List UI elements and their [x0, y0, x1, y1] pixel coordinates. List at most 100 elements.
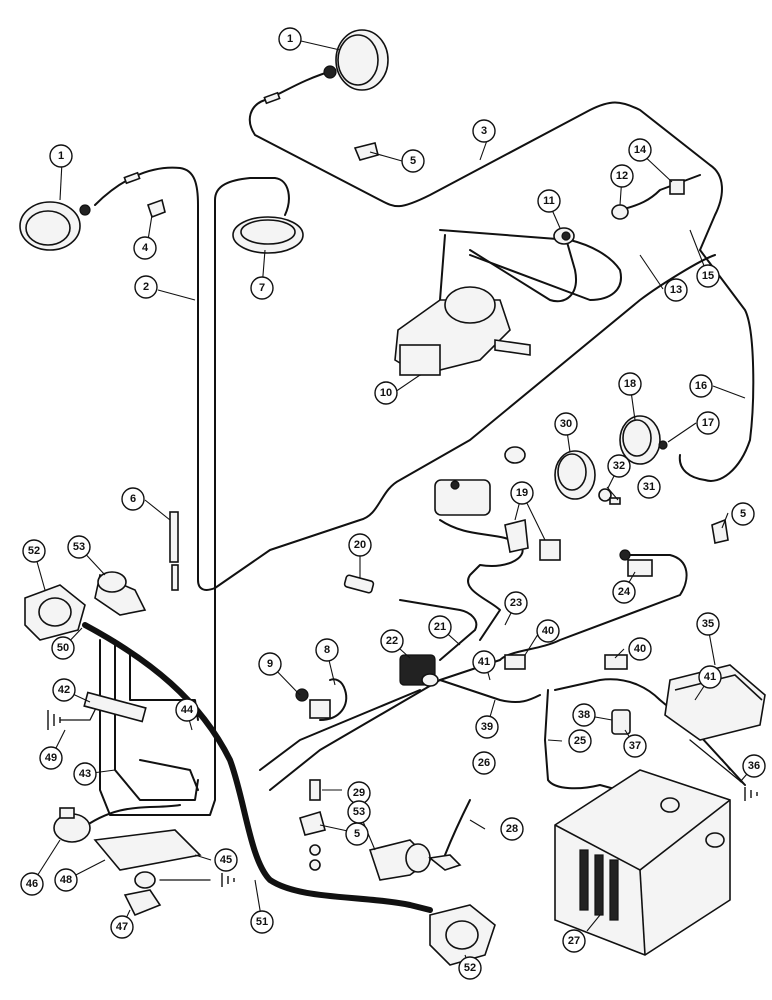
bolt-29 — [309, 779, 321, 871]
gauge-18 — [619, 415, 668, 465]
callout-31: 31 — [637, 475, 661, 499]
wiper-motor-10 — [394, 286, 531, 376]
callout-21: 21 — [428, 615, 452, 639]
callout-51: 51 — [250, 910, 274, 934]
callout-4: 4 — [133, 236, 157, 260]
svg-text:14: 14 — [634, 144, 647, 156]
svg-text:10: 10 — [380, 387, 392, 399]
callout-30: 30 — [554, 412, 578, 436]
callout-23: 23 — [504, 591, 528, 615]
svg-text:41: 41 — [478, 656, 490, 668]
svg-text:20: 20 — [354, 539, 366, 551]
socket-52-bottom — [429, 904, 496, 966]
switch-24 — [619, 549, 653, 577]
switch-22 — [399, 654, 439, 687]
svg-text:48: 48 — [60, 874, 72, 886]
svg-text:13: 13 — [670, 284, 682, 296]
svg-text:29: 29 — [353, 787, 365, 799]
svg-text:40: 40 — [542, 625, 554, 637]
callout-41b: 41 — [698, 665, 722, 689]
callout-14: 14 — [628, 138, 652, 162]
svg-text:5: 5 — [410, 155, 416, 167]
switch-9 — [295, 688, 331, 719]
svg-text:1: 1 — [58, 150, 64, 162]
svg-text:49: 49 — [45, 752, 57, 764]
svg-text:4: 4 — [142, 242, 149, 254]
clip-5-bottom — [299, 810, 326, 836]
callout-15: 15 — [696, 264, 720, 288]
svg-text:5: 5 — [354, 828, 360, 840]
svg-text:3: 3 — [481, 125, 487, 137]
boot-53-bottom — [368, 839, 432, 881]
callout-43: 43 — [73, 762, 97, 786]
plate-48 — [93, 829, 202, 871]
callout-36: 36 — [742, 754, 766, 778]
svg-text:46: 46 — [26, 878, 38, 890]
callout-11: 11 — [537, 189, 561, 213]
svg-text:30: 30 — [560, 418, 572, 430]
callout-22: 22 — [380, 629, 404, 653]
svg-text:43: 43 — [79, 768, 91, 780]
cable-28 — [428, 854, 462, 871]
socket-52-top — [24, 584, 86, 641]
callout-52a: 52 — [22, 539, 46, 563]
svg-text:42: 42 — [58, 684, 70, 696]
svg-text:25: 25 — [574, 735, 586, 747]
svg-text:39: 39 — [481, 721, 493, 733]
svg-text:16: 16 — [695, 380, 707, 392]
svg-text:22: 22 — [386, 635, 398, 647]
svg-text:28: 28 — [506, 823, 518, 835]
svg-text:19: 19 — [516, 487, 528, 499]
callout-13: 13 — [664, 278, 688, 302]
switch-11 — [553, 227, 575, 245]
callout-40a: 40 — [536, 619, 560, 643]
terminal-strip-42 — [83, 691, 147, 723]
clip-5-top — [353, 142, 379, 161]
callout-27: 27 — [562, 929, 586, 953]
svg-text:8: 8 — [324, 644, 330, 656]
svg-text:38: 38 — [578, 709, 590, 721]
callout-5c: 5 — [345, 822, 369, 846]
clip-5-right — [711, 518, 729, 544]
callout-8: 8 — [315, 638, 339, 662]
headlamp-left — [19, 171, 141, 251]
callout-39: 39 — [475, 715, 499, 739]
callout-19: 19 — [510, 481, 534, 505]
callout-3: 3 — [472, 119, 496, 143]
callout-42: 42 — [52, 678, 76, 702]
svg-text:24: 24 — [618, 586, 631, 598]
callout-48: 48 — [54, 868, 78, 892]
svg-text:11: 11 — [543, 195, 555, 207]
callout-46: 46 — [20, 872, 44, 896]
clip-4 — [146, 198, 166, 219]
lamp-32 — [598, 488, 621, 505]
svg-text:9: 9 — [267, 658, 273, 670]
callout-32: 32 — [607, 454, 631, 478]
callout-52b: 52 — [458, 956, 482, 980]
svg-text:26: 26 — [478, 757, 490, 769]
plug-20 — [343, 574, 375, 594]
gauge-30 — [554, 450, 596, 500]
svg-text:47: 47 — [116, 921, 128, 933]
svg-text:40: 40 — [634, 643, 646, 655]
relay-35 — [664, 664, 766, 741]
svg-text:51: 51 — [256, 916, 268, 928]
callout-44: 44 — [175, 698, 199, 722]
callout-53a: 53 — [67, 535, 91, 559]
callout-35: 35 — [696, 612, 720, 636]
callout-5a: 5 — [401, 149, 425, 173]
callout-9: 9 — [258, 652, 282, 676]
callout-2: 2 — [134, 275, 158, 299]
svg-text:31: 31 — [643, 481, 655, 493]
svg-text:35: 35 — [702, 618, 714, 630]
callout-53b: 53 — [347, 800, 371, 824]
svg-text:27: 27 — [568, 935, 580, 947]
svg-text:53: 53 — [353, 806, 365, 818]
svg-text:37: 37 — [629, 740, 641, 752]
svg-text:52: 52 — [28, 545, 40, 557]
dome-light-7 — [232, 216, 304, 254]
sender-40-right — [604, 654, 628, 670]
svg-text:32: 32 — [613, 460, 625, 472]
callout-1a: 1 — [278, 27, 302, 51]
